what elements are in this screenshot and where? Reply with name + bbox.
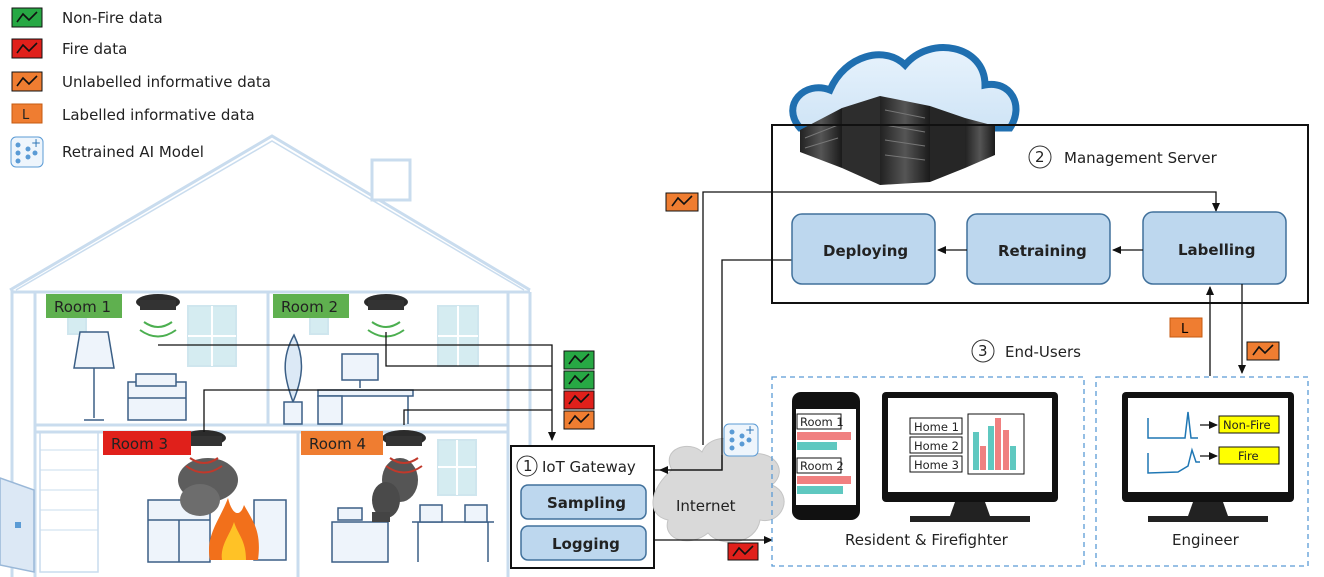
network-links [654,191,1220,544]
iot-gateway: 1 IoT Gateway Sampling Logging [510,445,655,569]
ai-model-icon: + [723,423,759,457]
legend-label: Non-Fire data [62,9,163,27]
server-number: 2 [1035,148,1045,166]
smoke-icon [372,458,418,522]
svg-text:Room 4: Room 4 [309,435,366,453]
svg-text:Fire: Fire [1238,449,1259,463]
data-chip-orange [1246,341,1280,361]
legend-label: Fire data [62,40,127,58]
smoke-detector-icon [136,294,180,338]
svg-text:Room 2: Room 2 [281,298,338,316]
resident-panel: Room 1 Room 2 Home 1 Home 2 Home 3 [771,376,1085,567]
svg-text:Labelling: Labelling [1178,241,1255,259]
data-chip-orange [563,410,595,430]
svg-text:Logging: Logging [552,535,620,553]
engineer-panel: Non-Fire Fire Engineer [1095,376,1309,567]
svg-text:Home 3: Home 3 [914,458,959,472]
end-users-title: 3 End-Users [971,339,1081,363]
data-chip-orange [665,192,699,212]
legend-item-non-fire: Non-Fire data [11,7,163,28]
server-title: Management Server [1064,149,1218,167]
monitor-icon: Home 1 Home 2 Home 3 [882,392,1058,522]
sampling-box: Sampling [520,484,647,520]
svg-text:Room 3: Room 3 [111,435,168,453]
engineer-monitor-icon: Non-Fire Fire [1122,392,1294,522]
home-list: Home 1 Home 2 Home 3 [909,417,963,473]
svg-text:Retraining: Retraining [998,242,1087,260]
internet-cloud: Internet [652,437,785,543]
deploying-box: Deploying [791,213,936,285]
label-glyph: L [22,108,30,123]
svg-text:Sampling: Sampling [547,494,626,512]
data-chip-red [563,390,595,410]
room-label-4: Room 4 [301,431,383,455]
smoke-detector-icon [382,430,426,474]
room-label-1: Room 1 [46,294,122,318]
house [9,134,532,577]
gateway-title: IoT Gateway [542,458,636,476]
smoke-detector-icon [364,294,408,338]
svg-text:Room 2: Room 2 [800,459,844,473]
internet-label: Internet [676,497,736,515]
svg-text:Deploying: Deploying [823,242,908,260]
data-chip-red [727,542,759,561]
svg-text:+: + [31,136,41,150]
resident-caption: Resident & Firefighter [845,531,1009,549]
labelling-box: Labelling [1142,211,1287,285]
legend-item-unlabelled: Unlabelled informative data [11,71,271,92]
legend-item-labelled: L Labelled informative data [11,103,255,124]
retraining-box: Retraining [966,213,1111,285]
svg-text:End-Users: End-Users [1005,343,1081,361]
svg-text:+: + [745,423,755,437]
svg-text:Home 2: Home 2 [914,439,959,453]
logging-box: Logging [520,525,647,561]
phone-icon: Room 1 Room 2 [792,392,860,520]
legend-label: Labelled informative data [62,106,255,124]
room-label-3: Room 3 [103,431,191,455]
smoke-detector-icon [182,430,226,474]
svg-text:Room 1: Room 1 [54,298,111,316]
legend-label: Retrained AI Model [62,143,204,161]
legend: Non-Fire data Fire data Unlabelled infor… [10,7,271,168]
gateway-number: 1 [523,457,533,475]
non-fire-output: Non-Fire [1218,415,1280,434]
svg-text:L: L [1181,322,1189,337]
legend-item-fire: Fire data [11,38,127,59]
fire-output: Fire [1218,446,1280,465]
legend-item-ai-model: + Retrained AI Model [10,136,204,168]
legend-label: Unlabelled informative data [62,73,271,91]
svg-text:Home 1: Home 1 [914,420,959,434]
engineer-links [1206,284,1246,376]
data-chip-green [563,370,595,390]
svg-text:Non-Fire: Non-Fire [1223,418,1271,432]
label-chip: L [1169,317,1203,338]
door [0,477,35,573]
svg-text:Room 1: Room 1 [800,415,844,429]
label-l-icon [11,103,43,124]
furniture [73,331,494,563]
sensor-wires [158,332,556,441]
svg-text:3: 3 [978,342,988,360]
cloud-servers-icon [789,44,1020,185]
room-label-2: Room 2 [273,294,349,318]
engineer-caption: Engineer [1172,531,1240,549]
data-chip-green [563,350,595,370]
management-server: 2 Management Server Deploying Retraining… [771,124,1309,304]
